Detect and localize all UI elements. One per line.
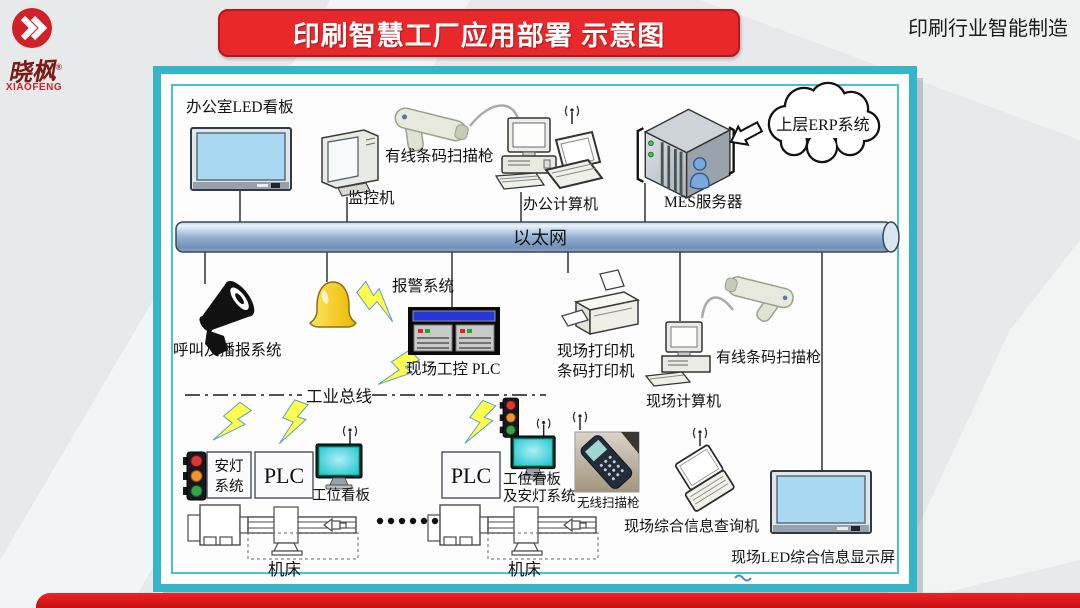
cloud-shape <box>767 81 881 164</box>
scada-plc-label: 现场工控 PLC <box>406 360 500 378</box>
brand-name-en: XIAOFENG <box>5 82 63 93</box>
field-printer: 现场打印机 条码打印机 <box>557 269 641 380</box>
wired-scanner-top-label: 有线条码扫描枪 <box>385 147 494 165</box>
machine-right-label: 机床 <box>508 560 541 579</box>
erp-cloud-label: 上层ERP系统 <box>776 116 869 134</box>
alarm-bell-icon <box>308 281 358 328</box>
wired-scanner-top: 有线条码扫描枪 <box>385 104 521 165</box>
field-computer-label: 现场计算机 <box>646 392 721 410</box>
scada-panel-icon <box>408 307 500 355</box>
plc-box-left: PLC <box>254 451 314 499</box>
laptop-icon <box>544 105 604 190</box>
header-right-text: 印刷行业智能制造 <box>908 18 1068 40</box>
person-icon <box>689 157 710 190</box>
led-display-label: 现场LED综合信息显示屏 <box>731 549 895 566</box>
bottom-red-bar <box>36 593 1080 608</box>
field-computer-icon <box>644 321 711 387</box>
andon-traffic-light-right <box>499 397 519 438</box>
plc-right-label: PLC <box>451 463 491 488</box>
field-computer: 现场计算机 <box>644 321 721 410</box>
andon-label-2: 系统 <box>215 478 244 495</box>
mes-server: MES服务器 <box>636 108 743 211</box>
query-machine-label: 现场综合信息查询机 <box>624 518 759 535</box>
call-broadcast-label: 呼叫及播报系统 <box>173 341 282 359</box>
printer-label-1: 现场打印机 <box>557 342 635 360</box>
ethernet-bus: 以太网 <box>175 221 900 253</box>
led-tv-icon <box>190 127 292 191</box>
andon-traffic-light-left <box>182 451 207 501</box>
monitor-machine: 监控机 <box>321 129 395 207</box>
mes-server-label: MES服务器 <box>664 193 743 211</box>
monitor-machine-label: 监控机 <box>348 189 395 207</box>
industrial-bus-label: 工业总线 <box>306 387 372 406</box>
office-led-board: 办公室LED看板 <box>186 98 294 191</box>
alarm-system-label: 报警系统 <box>392 277 454 295</box>
led-display-icon <box>770 470 872 534</box>
barcode-scanner-icon-2 <box>724 276 794 322</box>
scada-plc: 现场工控 PLC <box>406 307 500 378</box>
printer-label-2: 条码打印机 <box>557 362 635 380</box>
wireless-scanner-label: 无线扫描枪 <box>577 495 640 510</box>
wired-scanner-mid: 有线条码扫描枪 <box>700 276 821 366</box>
erp-cloud: 上层ERP系统 <box>729 81 881 164</box>
machine-left-label: 机床 <box>268 560 301 579</box>
query-machine: 现场综合信息查询机 <box>624 427 759 535</box>
arrow-icon <box>729 120 764 146</box>
led-display: 现场LED综合信息显示屏 <box>731 470 895 566</box>
barcode-scanner-icon <box>394 107 469 152</box>
printer-icon <box>561 269 641 336</box>
crt-monitor-icon <box>321 129 379 197</box>
server-icon <box>636 108 735 199</box>
station-board-right-label-1: 工位看板 <box>503 470 561 488</box>
office-computer-label: 办公计算机 <box>523 195 598 213</box>
industrial-bus: 工业总线 <box>185 387 546 406</box>
slide-title: 印刷智慧工厂应用部署 示意图 <box>292 20 666 51</box>
call-broadcast: 呼叫及播报系统 <box>173 281 282 359</box>
brand-logo-icon <box>12 8 52 48</box>
alarm-system: 报警系统 <box>308 277 454 328</box>
scanner-cable-2 <box>700 296 734 319</box>
ethernet-label: 以太网 <box>513 228 567 248</box>
slide-title-banner: 印刷智慧工厂应用部署 示意图 <box>218 9 740 57</box>
office-led-board-label: 办公室LED看板 <box>186 98 294 116</box>
connector-lines <box>204 183 823 470</box>
desktop-computer-icon <box>494 117 557 190</box>
speaker-icon <box>199 281 255 332</box>
station-board-right-label-2: 及安灯系统 <box>503 488 576 505</box>
ellipsis-dots <box>376 517 439 525</box>
plc-box-right: PLC <box>441 451 501 499</box>
andon-box: 安灯 系统 <box>206 451 252 499</box>
plc-left-label: PLC <box>264 463 304 488</box>
station-board-left-label: 工位看板 <box>312 486 370 504</box>
wired-scanner-mid-label: 有线条码扫描枪 <box>716 349 821 366</box>
brand-logo: 晓枫® XIAOFENG <box>0 0 70 100</box>
wireless-scanner: 无线扫描枪 <box>572 411 640 510</box>
andon-label-1: 安灯 <box>215 458 244 475</box>
watermark-mark <box>734 574 752 582</box>
office-computer: 办公计算机 <box>494 105 604 213</box>
speaker-handle <box>205 330 228 356</box>
